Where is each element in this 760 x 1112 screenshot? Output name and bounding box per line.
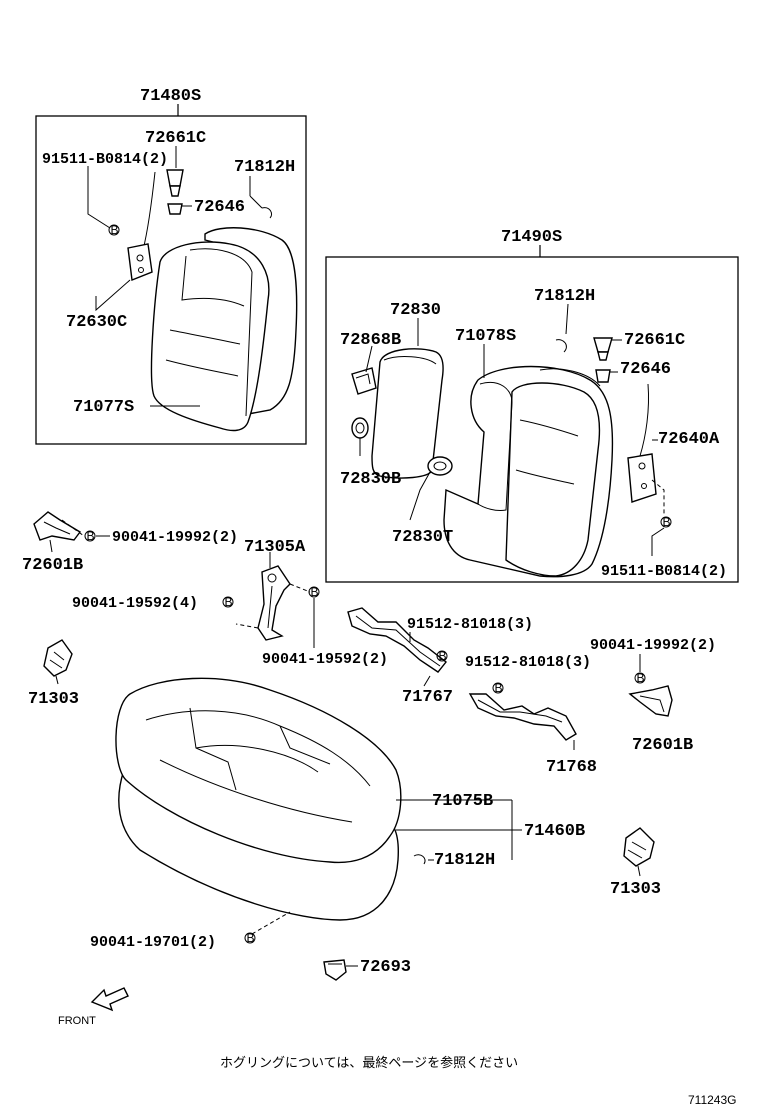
seatback-right [443,365,614,578]
label-72868B: 72868B [340,331,401,350]
label-72830T: 72830T [392,528,453,547]
label-71075B: 71075B [432,792,493,811]
front-arrow-icon [90,987,129,1012]
front-label: FRONT [58,1015,96,1027]
label-72601B-right: 72601B [632,736,693,755]
hook-bracket-left [33,511,85,541]
label-71303-left: 71303 [28,690,79,709]
group-label-71490S: 71490S [501,228,562,247]
label-90041-19701: 90041-19701(2) [90,934,216,951]
label-91512-81018-b: 91512-81018(3) [465,654,591,671]
striker-bracket [235,565,311,641]
label-71767: 71767 [402,688,453,707]
seat-cushion [115,677,402,921]
label-71077S: 71077S [73,398,134,417]
armrest-cap [351,417,369,439]
label-72646: 72646 [194,198,245,217]
headrest-guide-right [593,337,613,383]
hog-ring-left [261,207,273,219]
label-72601B-left: 72601B [22,556,83,575]
label-90041-19992-right: 90041-19992(2) [590,637,716,654]
hinge-bracket-left [127,171,156,281]
svg-text:B: B [637,671,645,685]
label-72830B: 72830B [340,470,401,489]
label-71303-right: 71303 [610,880,661,899]
seatback-left [150,227,298,432]
armrest-bracket [351,367,377,395]
seat-clip-left [43,639,73,677]
svg-text:B: B [87,529,95,543]
seat-wire-bracket-1 [347,607,447,673]
hog-ring-note: ホグリングについては、最終ページを参照ください [220,1055,518,1071]
hook-bracket-right [628,685,673,717]
armrest [371,348,444,479]
cushion-clip [323,959,347,981]
label-72630C: 72630C [66,313,127,332]
label-71768: 71768 [546,758,597,777]
hog-ring-right [555,339,567,353]
label-71812H-lower: 71812H [434,851,495,870]
label-71812H-right: 71812H [534,287,595,306]
label-90041-19992-left: 90041-19992(2) [112,529,238,546]
label-72646-right: 72646 [620,360,671,379]
label-91512-81018-a: 91512-81018(3) [407,616,533,633]
svg-text:B: B [247,931,255,945]
label-71812H: 71812H [234,158,295,177]
svg-text:B: B [663,515,671,529]
hog-ring-lower [413,854,426,865]
group-box-71480S [35,115,307,445]
svg-text:B: B [311,585,319,599]
label-91511-B0814: 91511-B0814(2) [42,151,168,168]
svg-text:B: B [111,223,119,237]
label-72693: 72693 [360,958,411,977]
svg-text:B: B [225,595,233,609]
label-71305A: 71305A [244,538,306,557]
label-72830: 72830 [390,301,441,320]
label-91511-B0814-right: 91511-B0814(2) [601,563,727,580]
label-72661C-right: 72661C [624,331,685,350]
figure-code: 711243G [688,1093,737,1107]
label-90041-19592-2: 90041-19592(2) [262,651,388,668]
svg-text:B: B [495,681,503,695]
label-71460B: 71460B [524,822,585,841]
label-71078S: 71078S [455,327,516,346]
seat-wire-bracket-2 [468,693,577,741]
label-72640A: 72640A [658,430,720,449]
bolt-mark-left [108,224,120,236]
seat-clip-right [623,827,655,867]
headrest-guide-left [166,169,184,215]
group-box-71490S [325,256,739,583]
group-label-71480S: 71480S [140,87,201,106]
hinge-bracket-right [627,383,665,514]
label-72661C: 72661C [145,129,206,148]
svg-text:B: B [439,649,447,663]
armrest-ring [427,456,453,476]
label-90041-19592-4: 90041-19592(4) [72,595,198,612]
bolt-mark-right [660,516,672,528]
